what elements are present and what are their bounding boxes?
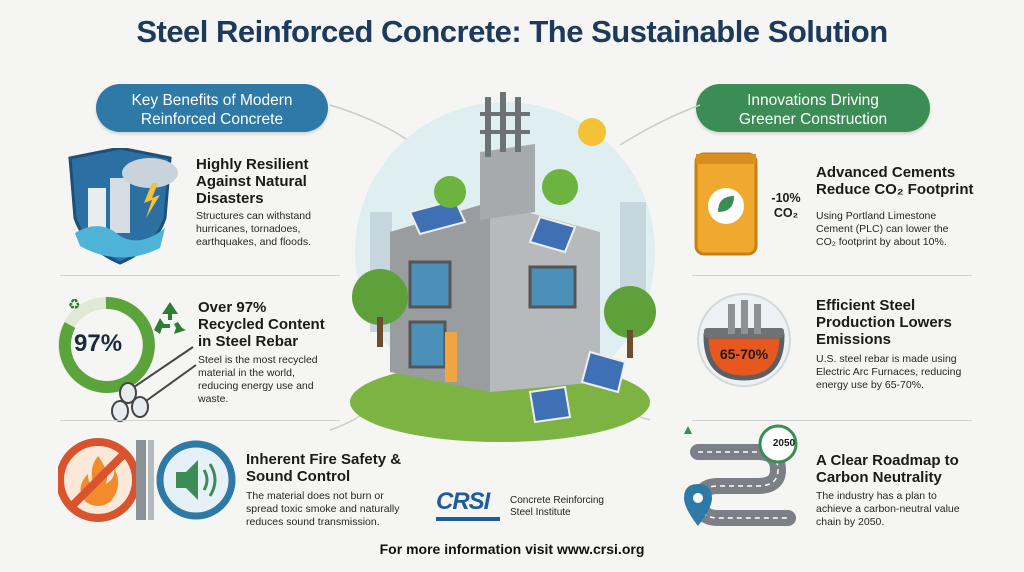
benefit-description: Steel is the most recycled material in t… bbox=[198, 354, 318, 406]
section-divider bbox=[60, 420, 340, 421]
benefit-heading: Highly Resilient Against Natural Disaste… bbox=[196, 156, 309, 207]
cement-bag-icon bbox=[694, 152, 758, 256]
desc-line: Structures can withstand bbox=[196, 210, 311, 222]
innovation-description: The industry has a plan to achieve a car… bbox=[816, 490, 960, 529]
innovation-heading: Advanced Cements Reduce CO₂ Footprint bbox=[816, 164, 974, 198]
heading-line: Recycled Content bbox=[198, 316, 325, 333]
fire-sound-icons bbox=[58, 438, 236, 522]
desc-line: spread toxic smoke and naturally bbox=[246, 503, 400, 515]
benefit-description: Structures can withstand hurricanes, tor… bbox=[196, 210, 311, 249]
crsi-logo: CRSI bbox=[436, 488, 500, 521]
energy-reduction-badge: 65-70% bbox=[719, 346, 769, 362]
desc-line: waste. bbox=[198, 393, 229, 405]
heading-line: Highly Resilient bbox=[196, 156, 309, 173]
benefits-section-pill: Key Benefits of Modern Reinforced Concre… bbox=[96, 84, 328, 132]
logo-line: Steel Institute bbox=[510, 507, 571, 518]
badge-line: -10% bbox=[771, 191, 801, 205]
co2-reduction-badge: -10% CO₂ bbox=[764, 191, 808, 221]
heading-line: Emissions bbox=[816, 331, 892, 348]
target-year-badge: 2050 bbox=[772, 438, 796, 449]
desc-line: The material does not burn or bbox=[246, 490, 384, 502]
innovation-description: Using Portland Limestone Cement (PLC) ca… bbox=[816, 210, 948, 249]
heading-line: Carbon Neutrality bbox=[816, 469, 942, 486]
recycled-rebar-icon: ♻ bbox=[58, 296, 197, 422]
green-building-illustration bbox=[350, 92, 656, 442]
electric-arc-furnace-icon bbox=[697, 293, 791, 387]
pill-line: Innovations Driving bbox=[747, 92, 879, 109]
innovation-heading: Efficient Steel Production Lowers Emissi… bbox=[816, 297, 952, 348]
desc-line: Electric Arc Furnaces, reducing bbox=[816, 366, 962, 378]
desc-line: earthquakes, and floods. bbox=[196, 236, 311, 248]
section-divider bbox=[692, 275, 972, 276]
heading-line: Against Natural bbox=[196, 173, 307, 190]
desc-line: achieve a carbon-neutral value bbox=[816, 503, 960, 515]
logo-mark: CRSI bbox=[436, 488, 490, 515]
heading-line: Sound Control bbox=[246, 468, 351, 485]
heading-line: Efficient Steel bbox=[816, 297, 916, 314]
desc-line: reduces sound transmission. bbox=[246, 516, 380, 528]
pill-line: Greener Construction bbox=[738, 111, 888, 128]
heading-line: in Steel Rebar bbox=[198, 333, 299, 350]
recycle-icon bbox=[154, 302, 186, 334]
innovations-section-pill: Innovations Driving Greener Construction bbox=[696, 84, 930, 132]
heading-line: A Clear Roadmap to bbox=[816, 452, 959, 469]
heading-line: Reduce CO₂ Footprint bbox=[816, 181, 974, 198]
benefit-heading: Over 97% Recycled Content in Steel Rebar bbox=[198, 299, 325, 350]
desc-line: CO₂ footprint by about 10%. bbox=[816, 236, 947, 248]
desc-line: reducing energy use and bbox=[198, 380, 314, 392]
heading-line: Advanced Cements bbox=[816, 164, 956, 181]
desc-line: The industry has a plan to bbox=[816, 490, 937, 502]
footer-link-text: For more information visit www.crsi.org bbox=[379, 541, 645, 557]
benefit-description: The material does not burn or spread tox… bbox=[246, 490, 400, 529]
section-divider bbox=[60, 275, 340, 276]
desc-line: Using Portland Limestone bbox=[816, 210, 937, 222]
desc-line: material in the world, bbox=[198, 367, 295, 379]
heading-line: Production Lowers bbox=[816, 314, 952, 331]
desc-line: Steel is the most recycled bbox=[198, 354, 318, 366]
svg-text:♻: ♻ bbox=[68, 297, 81, 313]
logo-text: Concrete Reinforcing Steel Institute bbox=[510, 495, 604, 519]
heading-line: Disasters bbox=[196, 190, 264, 207]
logo-line: Concrete Reinforcing bbox=[510, 495, 604, 506]
desc-line: hurricanes, tornadoes, bbox=[196, 223, 301, 235]
shield-storm-icon bbox=[68, 148, 178, 265]
heading-line: Inherent Fire Safety & bbox=[246, 451, 402, 468]
roadmap-icon bbox=[684, 424, 798, 526]
innovation-description: U.S. steel rebar is made using Electric … bbox=[816, 353, 961, 392]
pill-line: Key Benefits of Modern bbox=[131, 92, 293, 109]
innovation-heading: A Clear Roadmap to Carbon Neutrality bbox=[816, 452, 959, 486]
logo-underline bbox=[436, 517, 500, 521]
desc-line: energy use by 65-70%. bbox=[816, 379, 924, 391]
benefit-heading: Inherent Fire Safety & Sound Control bbox=[246, 451, 401, 485]
section-divider bbox=[692, 420, 972, 421]
desc-line: U.S. steel rebar is made using bbox=[816, 353, 957, 365]
pill-line: Reinforced Concrete bbox=[140, 111, 284, 128]
page-title: Steel Reinforced Concrete: The Sustainab… bbox=[136, 14, 888, 49]
desc-line: Cement (PLC) can lower the bbox=[816, 223, 949, 235]
desc-line: chain by 2050. bbox=[816, 516, 885, 528]
recycled-percent-badge: 97% bbox=[74, 330, 123, 357]
badge-line: CO₂ bbox=[773, 206, 799, 220]
heading-line: Over 97% bbox=[198, 299, 267, 316]
